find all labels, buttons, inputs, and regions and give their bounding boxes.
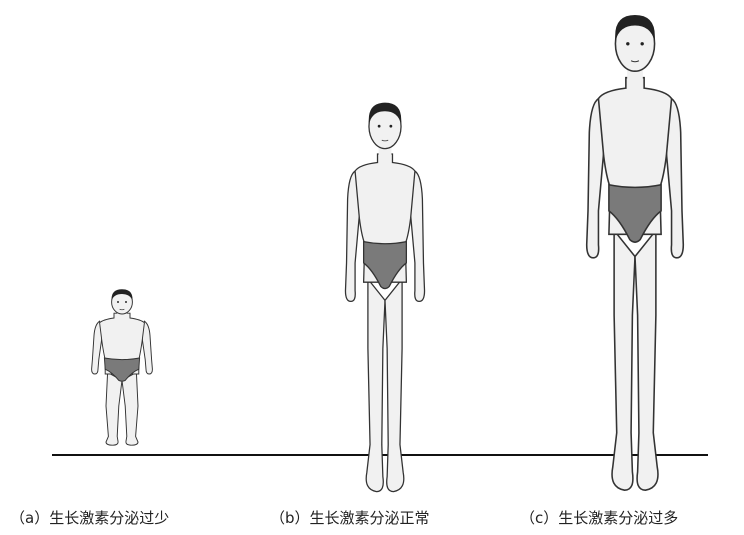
caption-a: （a）生长激素分泌过少: [10, 507, 169, 528]
figure-c-tall-person: [587, 15, 684, 490]
caption-b: （b）生长激素分泌正常: [270, 507, 430, 528]
caption-c: （c）生长激素分泌过多: [520, 507, 678, 528]
figure-b-normal-child: [345, 103, 424, 492]
figure-a-short-child: [92, 289, 153, 445]
